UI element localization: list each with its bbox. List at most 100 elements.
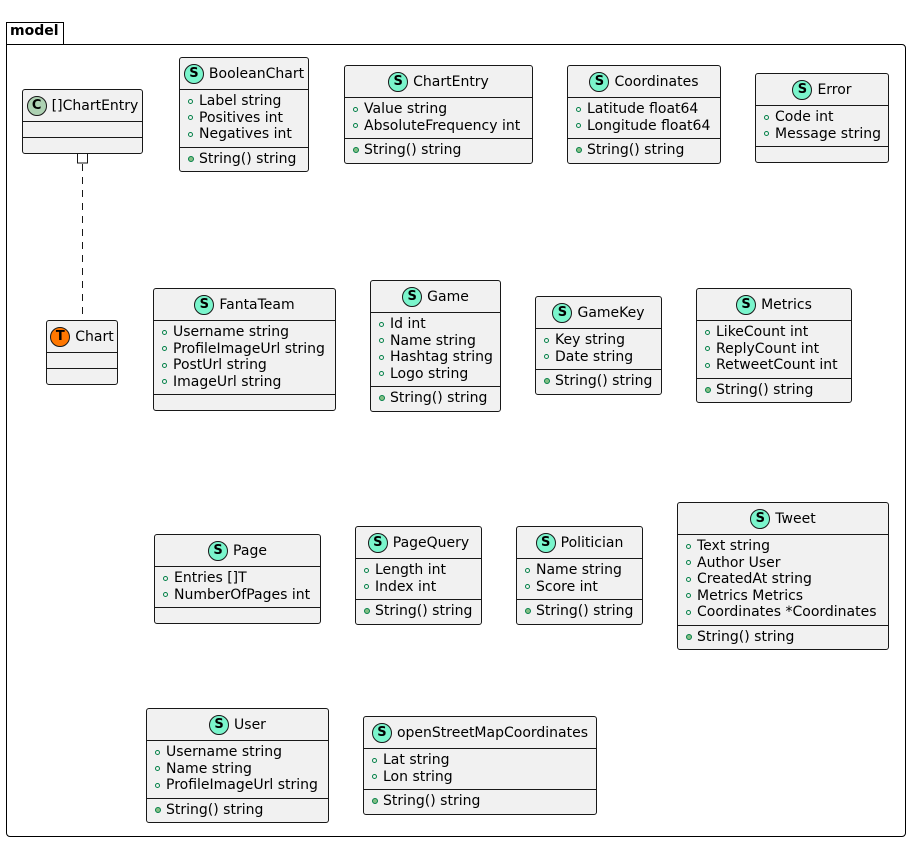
public-method-marker [685,633,692,640]
public-field-icon [684,609,693,615]
methods-section: String() string [678,626,888,650]
public-field-icon [762,131,771,137]
public-field-marker [686,543,691,549]
field-text: Latitude float64 [587,101,699,118]
field-row: NumberOfPages int [155,587,320,604]
public-method-icon [703,386,712,393]
stereotype-s-icon: S [589,71,610,92]
public-field-icon [703,329,712,335]
field-row: Entries []T [155,570,320,587]
public-field-marker [372,774,377,780]
public-field-marker [162,346,167,352]
field-row: Length int [356,562,481,579]
class-name: PageQuery [392,534,470,551]
public-field-marker [686,609,691,615]
class-box-chartentry-array[interactable]: C[]ChartEntry [22,89,143,154]
method-row: String() string [371,390,500,407]
field-text: Metrics Metrics [697,587,804,604]
public-field-marker [364,584,369,590]
field-text: ReplyCount int [716,340,820,357]
method-text: String() string [555,373,653,390]
method-row: String() string [517,603,642,620]
public-field-marker [379,338,384,344]
field-text: Date string [555,348,634,365]
public-field-marker [525,584,530,590]
field-text: Username string [166,744,283,761]
public-field-icon [542,354,551,360]
public-field-icon [186,98,195,104]
field-text: Code int [775,109,834,126]
methods-section: String() string [180,148,308,172]
public-field-marker [686,593,691,599]
field-row: AbsoluteFrequency int [345,118,532,135]
public-method-icon [153,806,162,813]
public-method-icon [684,633,693,640]
field-row: ImageUrl string [154,374,335,391]
methods-section: String() string [568,139,720,163]
method-text: String() string [166,801,264,818]
method-row: String() string [364,793,596,810]
public-field-icon [542,337,551,343]
public-field-icon [703,346,712,352]
public-method-icon [542,378,551,385]
public-method-icon [351,147,360,154]
public-field-icon [762,114,771,120]
public-field-icon [574,123,583,129]
field-text: ProfileImageUrl string [166,777,318,794]
method-row: String() string [147,802,328,819]
methods-section: String() string [517,600,642,624]
public-field-icon [161,575,170,581]
public-field-marker [686,560,691,566]
public-method-marker [378,395,385,402]
field-row: Message string [756,126,888,143]
method-row: String() string [180,151,308,168]
public-field-icon [370,757,379,763]
field-row: Hashtag string [371,349,500,366]
field-row: Positives int [180,110,308,127]
field-text: Username string [173,324,290,341]
methods-section [154,395,335,410]
public-method-icon [523,608,532,615]
method-text: String() string [587,142,685,159]
method-row: String() string [356,603,481,620]
field-row: Username string [154,324,335,341]
public-field-marker [353,123,358,129]
field-text: ImageUrl string [173,373,282,390]
public-field-icon [370,774,379,780]
field-text: NumberOfPages int [174,586,311,603]
public-field-icon [160,379,169,385]
stereotype-s-icon: S [209,714,230,735]
public-field-marker [379,354,384,360]
public-method-marker [352,147,359,154]
methods-section: String() string [364,790,596,814]
field-text: Coordinates *Coordinates [697,604,877,621]
public-method-icon [574,147,583,154]
